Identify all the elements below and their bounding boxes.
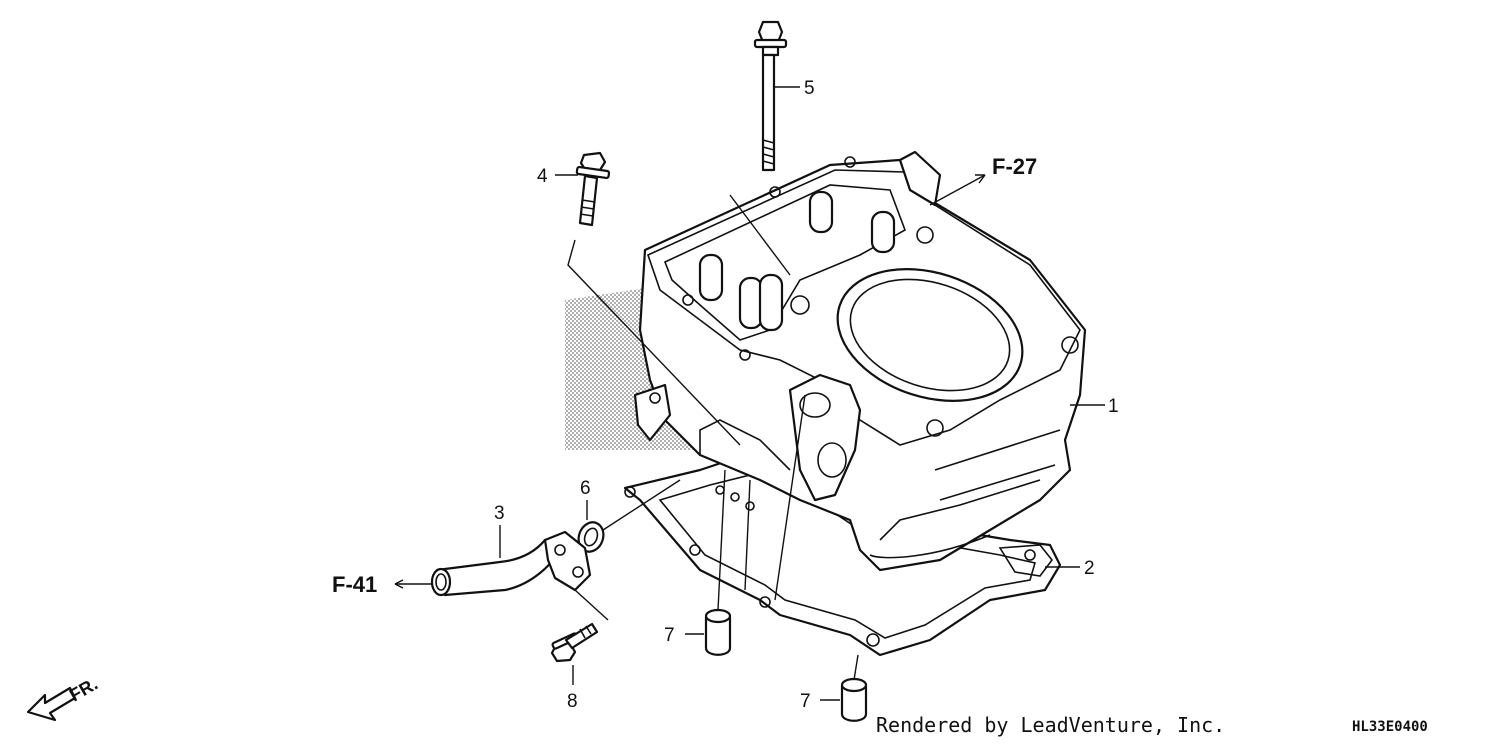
- part-8-bolt: [550, 622, 599, 663]
- part-2-gasket: [623, 448, 1062, 657]
- callout-8: 8: [567, 691, 578, 712]
- part-3-pipe: [430, 530, 592, 597]
- callout-2: 2: [1084, 558, 1095, 579]
- diagram-code: HL33E0400: [1352, 719, 1428, 735]
- callout-3: 3: [494, 503, 505, 524]
- part-7-dowel-upper: [704, 608, 732, 656]
- callout-7-lower: 7: [800, 691, 811, 712]
- front-direction-arrow-icon: [26, 686, 77, 722]
- callout-1: 1: [1108, 396, 1119, 417]
- part-1-cylinder: [633, 150, 1087, 572]
- callout-4: 4: [537, 166, 548, 187]
- callout-7-upper: 7: [664, 625, 675, 646]
- part-5-bolt: [753, 20, 788, 172]
- callout-6: 6: [580, 478, 591, 499]
- leader-lines: [394, 86, 1105, 701]
- callout-5: 5: [804, 78, 815, 99]
- part-4-bolt: [575, 151, 611, 227]
- reference-f27: F-27: [992, 154, 1037, 179]
- reference-f41: F-41: [332, 572, 377, 597]
- part-7-dowel-lower: [840, 677, 868, 722]
- render-credit: Rendered by LeadVenture, Inc.: [876, 713, 1225, 737]
